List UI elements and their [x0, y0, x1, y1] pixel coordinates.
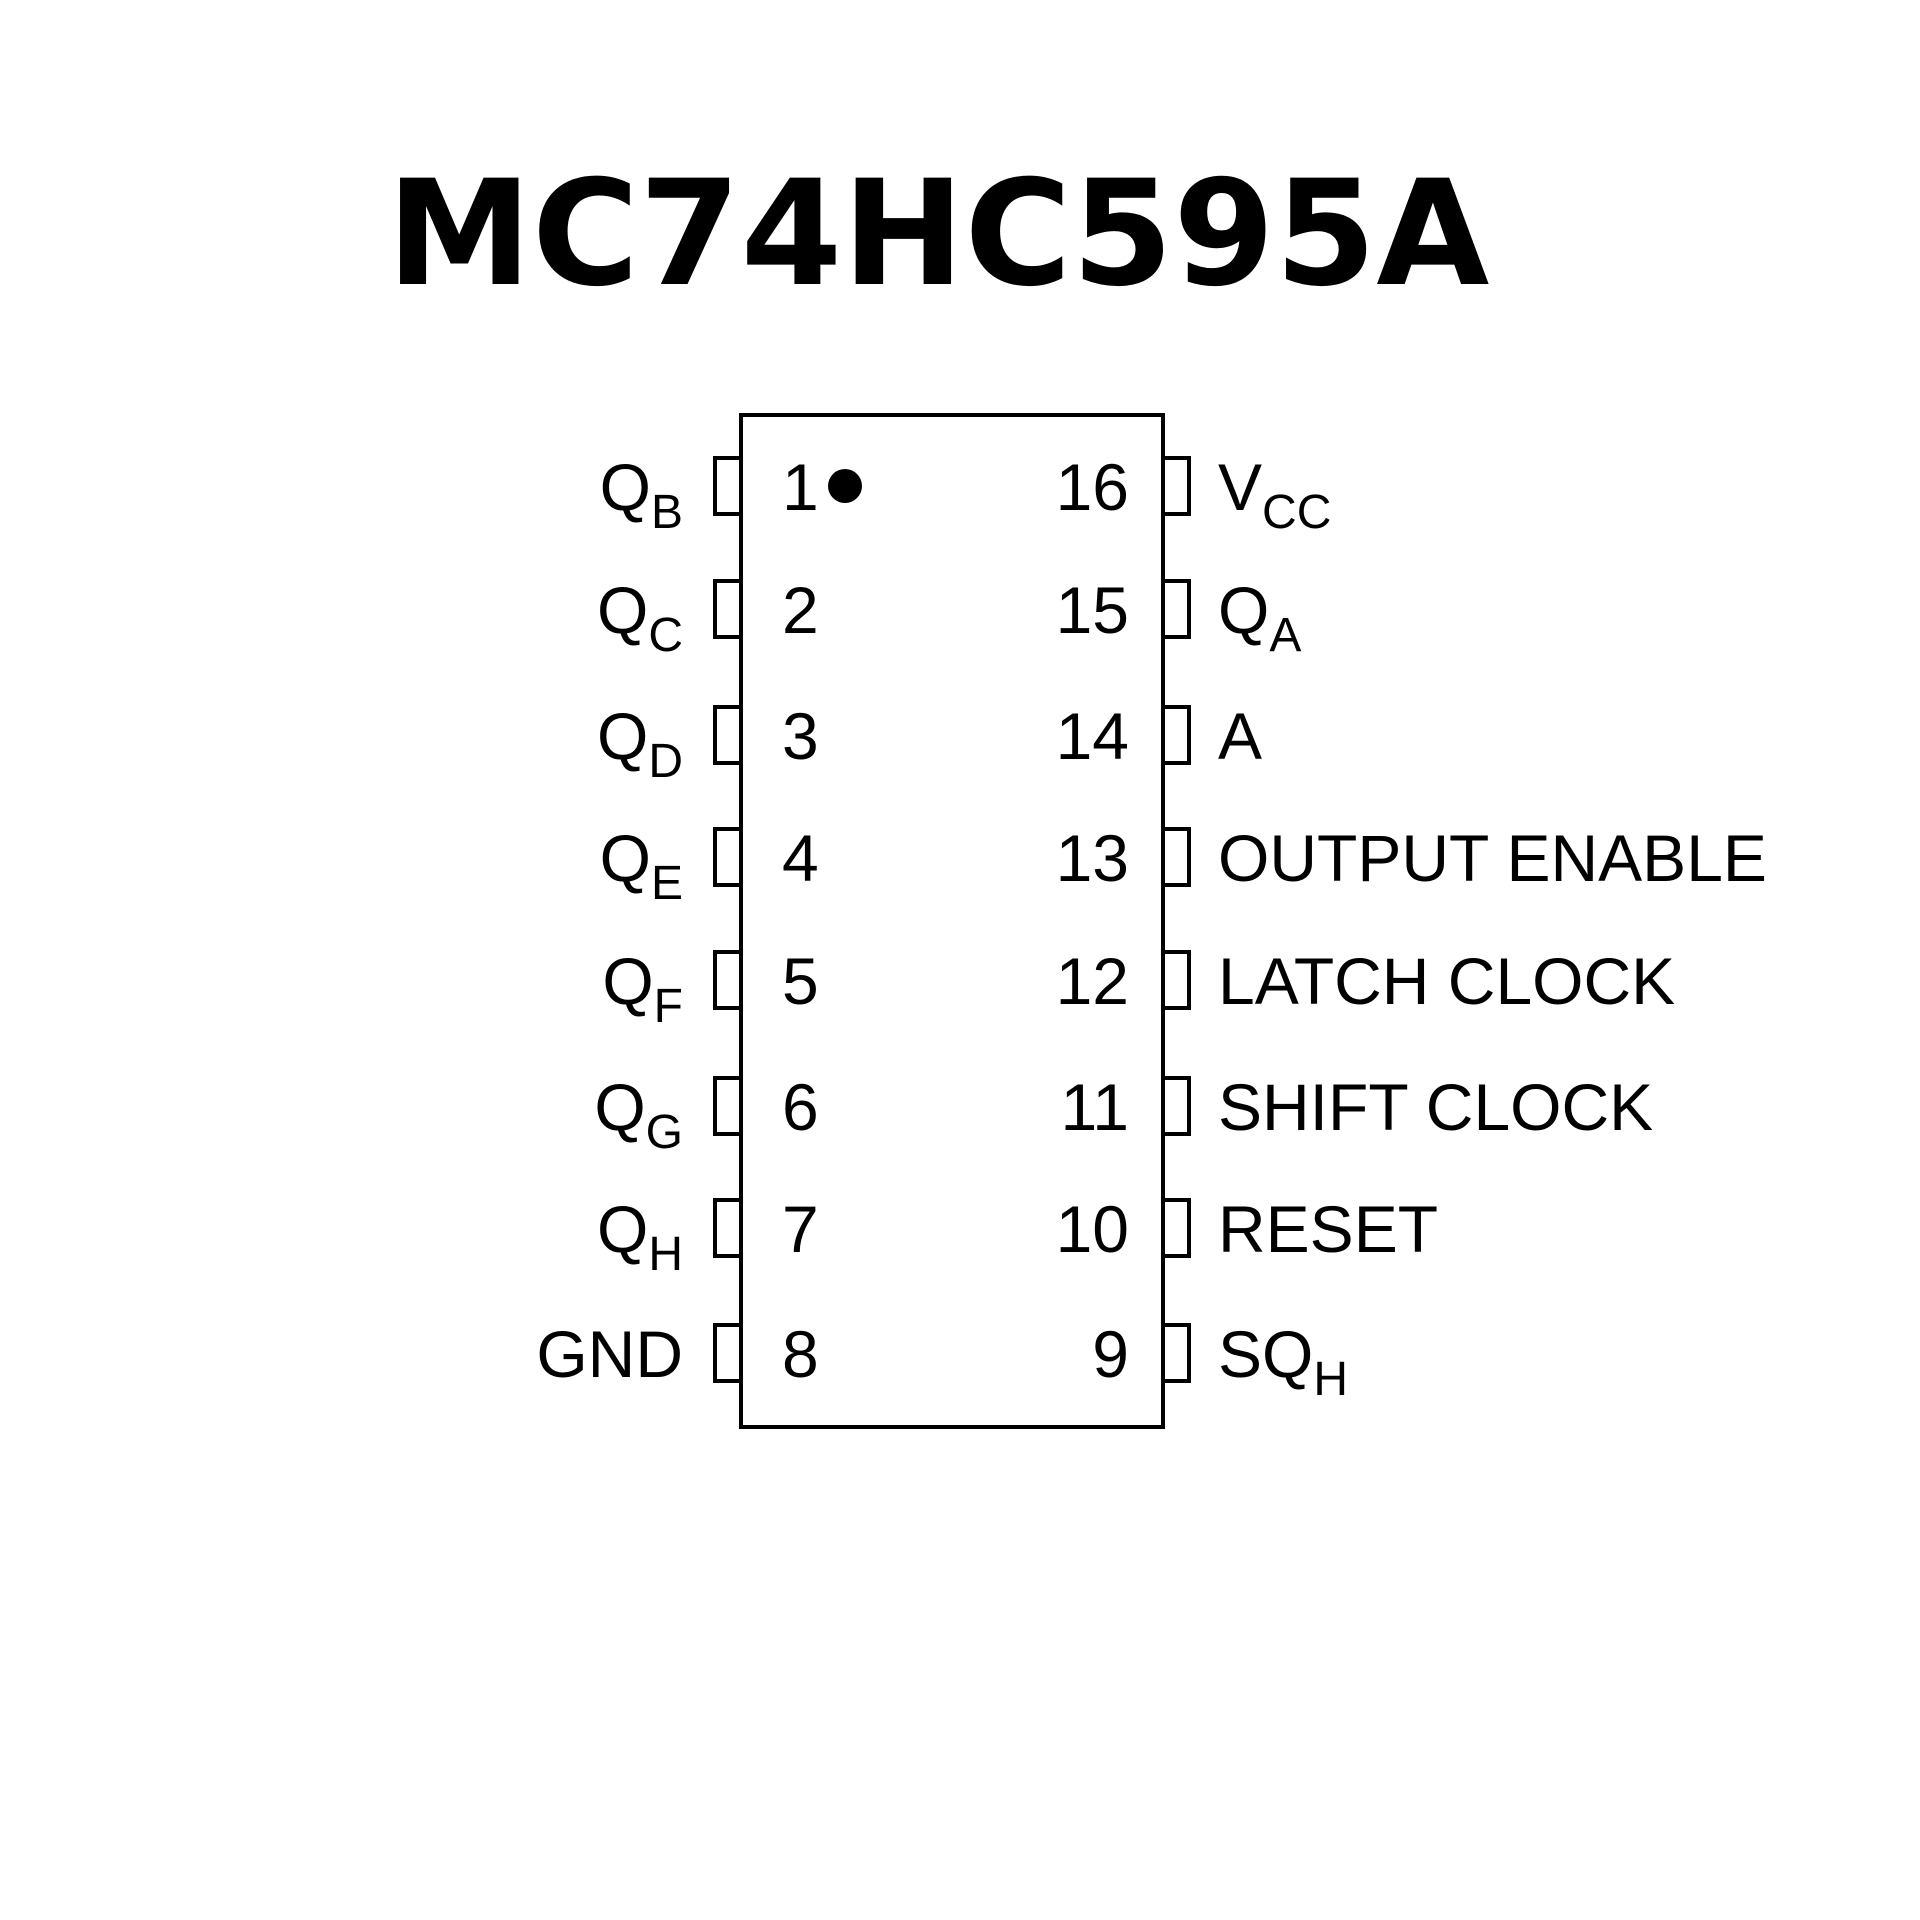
pin-label: A	[1218, 699, 1262, 773]
pin-label: QH	[597, 1192, 683, 1281]
pin-subscript: C	[648, 609, 683, 662]
pin-15: 15 QA	[1056, 573, 1302, 662]
pin-label: QD	[597, 699, 683, 788]
pin-13: 13 OUTPUT ENABLE	[1056, 821, 1767, 895]
pin-name: V	[1218, 450, 1262, 524]
pin-16: 16 VCC	[1056, 450, 1332, 539]
chip-body	[739, 413, 1165, 1429]
pin-name: Q	[602, 944, 653, 1018]
pin-name: Q	[594, 1070, 645, 1144]
pin-name: GND	[536, 1317, 683, 1391]
pin-lead	[1161, 1076, 1191, 1136]
pin-number: 16	[1056, 450, 1129, 524]
pin-label: QE	[600, 821, 683, 910]
pin1-indicator-dot	[828, 469, 862, 503]
pin-number: 12	[1056, 944, 1129, 1018]
pin-label: VCC	[1218, 450, 1331, 539]
pin-6: 6 QG	[594, 1070, 818, 1159]
pin-number: 8	[782, 1317, 819, 1391]
pin-label: QG	[594, 1070, 683, 1159]
pin-name: OUTPUT ENABLE	[1218, 821, 1767, 895]
pin-11: 11 SHIFT CLOCK	[1060, 1070, 1653, 1144]
pin-lead	[1161, 950, 1191, 1010]
pin-number: 13	[1056, 821, 1129, 895]
pin-subscript: G	[646, 1106, 683, 1159]
pin-label: SHIFT CLOCK	[1218, 1070, 1653, 1144]
pin-number: 15	[1056, 573, 1129, 647]
pin-number: 1	[782, 450, 819, 524]
pin-number: 6	[782, 1070, 819, 1144]
pin-lead	[713, 950, 743, 1010]
pin-number: 7	[782, 1192, 819, 1266]
pin-number: 3	[782, 699, 819, 773]
pin-subscript: E	[651, 857, 683, 910]
pin-label: GND	[536, 1317, 683, 1391]
pin-label: QA	[1218, 573, 1301, 662]
pin-number: 14	[1056, 699, 1129, 773]
pin-number: 5	[782, 944, 819, 1018]
pin-label: QB	[600, 450, 683, 539]
pin-4: 4 QE	[600, 821, 819, 910]
pin-lead	[713, 456, 743, 516]
pin-name: SQ	[1218, 1317, 1313, 1391]
pin-name: Q	[597, 699, 648, 773]
pin-name: Q	[600, 450, 651, 524]
pin-number: 11	[1060, 1070, 1129, 1144]
pin-subscript: H	[1313, 1353, 1348, 1406]
pin-name: Q	[1218, 573, 1269, 647]
pin-subscript: A	[1269, 609, 1301, 662]
pin-subscript: F	[654, 980, 683, 1033]
pin-5: 5 QF	[602, 944, 818, 1033]
pin-1: 1 QB	[600, 450, 819, 539]
pin-label: QF	[602, 944, 683, 1033]
pin-14: 14 A	[1056, 699, 1262, 773]
pin-7: 7 QH	[597, 1192, 819, 1281]
pin-3: 3 QD	[597, 699, 819, 788]
pin-lead	[1161, 705, 1191, 765]
pin-name: RESET	[1218, 1192, 1438, 1266]
pin-lead	[1161, 456, 1191, 516]
pin-lead	[1161, 579, 1191, 639]
pin-lead	[713, 1323, 743, 1383]
pin-label: OUTPUT ENABLE	[1218, 821, 1767, 895]
pin-lead	[1161, 1198, 1191, 1258]
pin-number: 9	[1092, 1317, 1129, 1391]
chip-title: MC74HC595A	[387, 149, 1490, 319]
pin-name: LATCH CLOCK	[1218, 944, 1675, 1018]
pin-number: 10	[1056, 1192, 1129, 1266]
pin-label: RESET	[1218, 1192, 1438, 1266]
pin-subscript: D	[648, 735, 683, 788]
pin-9: 9 SQH	[1092, 1317, 1348, 1406]
pin-lead	[713, 705, 743, 765]
pin-number: 4	[782, 821, 819, 895]
pin-10: 10 RESET	[1056, 1192, 1438, 1266]
pin-lead	[713, 579, 743, 639]
pin-subscript: CC	[1262, 486, 1331, 539]
pin-subscript: H	[648, 1228, 683, 1281]
pin-12: 12 LATCH CLOCK	[1056, 944, 1676, 1018]
pin-label: QC	[597, 573, 683, 662]
pin-name: Q	[600, 821, 651, 895]
pin-name: A	[1218, 699, 1262, 773]
pin-lead	[713, 1076, 743, 1136]
pin-lead	[713, 1198, 743, 1258]
pin-2: 2 QC	[597, 573, 819, 662]
pin-name: Q	[597, 1192, 648, 1266]
pin-label: SQH	[1218, 1317, 1348, 1406]
pin-name: Q	[597, 573, 648, 647]
pin-subscript: B	[651, 486, 683, 539]
pin-lead	[1161, 827, 1191, 887]
pin-label: LATCH CLOCK	[1218, 944, 1675, 1018]
pin-number: 2	[782, 573, 819, 647]
pin-name: SHIFT CLOCK	[1218, 1070, 1653, 1144]
pin-lead	[1161, 1323, 1191, 1383]
pin-8: 8 GND	[536, 1317, 818, 1391]
pin-lead	[713, 827, 743, 887]
